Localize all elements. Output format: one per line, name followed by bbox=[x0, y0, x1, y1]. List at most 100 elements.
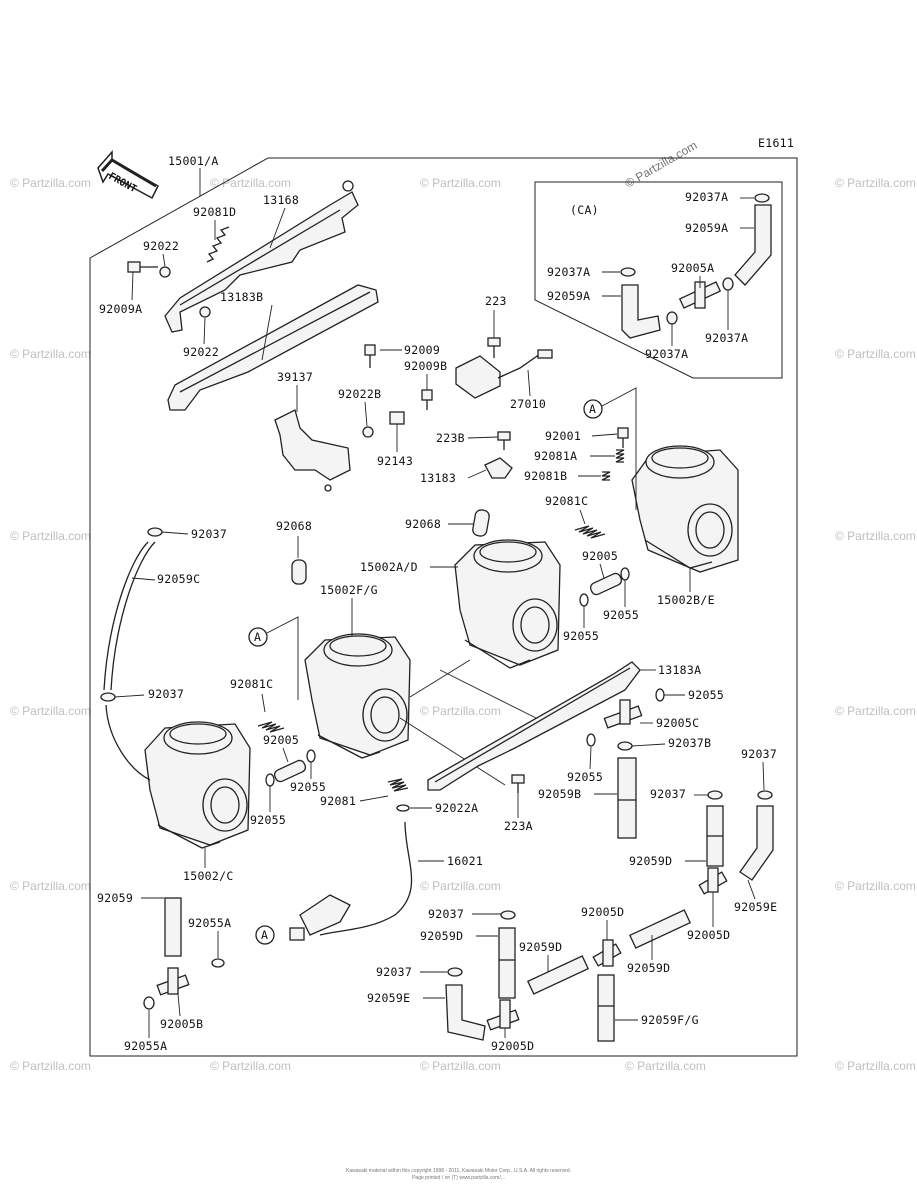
watermark: © Partzilla.com bbox=[835, 529, 916, 543]
bracket-39137 bbox=[274, 409, 351, 492]
part-label: 16021 bbox=[447, 854, 483, 868]
part-label: 92037A bbox=[547, 265, 590, 279]
part-label: 92037A bbox=[705, 331, 748, 345]
part-label: 15002/C bbox=[183, 869, 234, 883]
part-label: 92068 bbox=[276, 519, 312, 533]
part-label: 92022B bbox=[338, 387, 381, 401]
part-label: 92009 bbox=[404, 343, 440, 357]
clamp-92037 bbox=[147, 527, 163, 537]
part-label: 13183B bbox=[220, 290, 263, 304]
leader-line bbox=[131, 577, 156, 581]
hose-92059b bbox=[617, 757, 637, 839]
part-label: 92059E bbox=[367, 991, 410, 1005]
bolt-92009b bbox=[421, 389, 433, 410]
clamp-92037 bbox=[707, 790, 723, 800]
leader-line bbox=[762, 761, 765, 791]
leader-line bbox=[589, 746, 592, 770]
part-label: 223 bbox=[485, 294, 507, 308]
leader-line bbox=[527, 369, 531, 397]
part-label: 92059B bbox=[538, 787, 581, 801]
oring-92055 bbox=[579, 593, 589, 607]
part-label: 92001 bbox=[545, 429, 581, 443]
copyright-line: Kawasaki material within this copyright … bbox=[345, 1168, 571, 1174]
part-label: 92009B bbox=[404, 359, 447, 373]
diagram-frame bbox=[89, 157, 798, 1057]
callout-a-bottom: A bbox=[255, 925, 275, 945]
leader-line bbox=[364, 401, 368, 427]
hose-92059d bbox=[628, 909, 692, 949]
hose-92059c-edge bbox=[110, 541, 156, 691]
callout-a-label: A bbox=[254, 630, 261, 644]
callout-a-top: A bbox=[583, 387, 637, 510]
washer-92022b bbox=[362, 426, 374, 438]
oring-92055 bbox=[620, 567, 630, 581]
leader-line bbox=[177, 993, 181, 1017]
hose-92059e bbox=[445, 984, 486, 1041]
watermark: © Partzilla.com bbox=[10, 347, 91, 361]
part-label: 92059D bbox=[627, 961, 670, 975]
leader-line bbox=[747, 879, 756, 900]
clamp-92037 bbox=[500, 910, 516, 920]
part-label: 92081C bbox=[545, 494, 588, 508]
part-label: 92005D bbox=[687, 928, 730, 942]
leader-line bbox=[409, 659, 471, 698]
part-label: 92005B bbox=[160, 1017, 203, 1031]
leader-line bbox=[261, 304, 273, 361]
part-label: 13183 bbox=[420, 471, 456, 485]
watermark: © Partzilla.com bbox=[835, 347, 916, 361]
cable-16021 bbox=[289, 821, 413, 941]
part-label: 92068 bbox=[405, 517, 441, 531]
hose-92059d bbox=[498, 927, 516, 999]
leader-line bbox=[161, 531, 189, 535]
carburetor-15002be bbox=[631, 445, 739, 573]
leader-line bbox=[631, 743, 666, 747]
carburetor-15002ad bbox=[454, 539, 561, 669]
ca-inset-box bbox=[534, 181, 783, 379]
watermark: © Partzilla.com bbox=[625, 1059, 706, 1073]
part-label: 92081 bbox=[320, 794, 356, 808]
callout-a-label: A bbox=[589, 402, 596, 416]
part-label: 92037A bbox=[685, 190, 728, 204]
part-label: 92081C bbox=[230, 677, 273, 691]
callout-a-left: A bbox=[248, 616, 299, 700]
figure-code: E1611 bbox=[758, 136, 794, 150]
oring-92055 bbox=[655, 688, 665, 702]
leader-line bbox=[399, 717, 506, 786]
hose-92059 bbox=[164, 897, 182, 957]
part-label: 92009A bbox=[99, 302, 142, 316]
leader-line bbox=[162, 253, 166, 267]
watermark: © Partzilla.com bbox=[10, 1059, 91, 1073]
part-label: 92055A bbox=[124, 1039, 167, 1053]
part-label: 92143 bbox=[377, 454, 413, 468]
part-label: 92037 bbox=[376, 965, 412, 979]
part-label: 92059F/G bbox=[641, 1013, 699, 1027]
part-label: 92059A bbox=[547, 289, 590, 303]
front-arrow-icon: FRONT bbox=[97, 150, 159, 200]
print-line: Page printed / on (T) www.partzilla.com/… bbox=[412, 1175, 505, 1181]
spring-92081d bbox=[206, 226, 230, 263]
leader-line bbox=[467, 436, 499, 439]
part-label: 15001/A bbox=[168, 154, 219, 168]
leader-line bbox=[269, 207, 286, 249]
part-label: 27010 bbox=[510, 397, 546, 411]
washer-92022-b bbox=[199, 306, 211, 318]
part-label: 92055 bbox=[250, 813, 286, 827]
part-label: 15002F/G bbox=[320, 583, 378, 597]
part-label: 13168 bbox=[263, 193, 299, 207]
spring-92081c-left bbox=[257, 721, 285, 733]
watermark: © Partzilla.com bbox=[210, 176, 291, 190]
part-label: 92005 bbox=[582, 549, 618, 563]
watermark: © Partzilla.com bbox=[420, 879, 501, 893]
part-label: 92055 bbox=[563, 629, 599, 643]
bolt-92009 bbox=[364, 344, 376, 368]
part-label: 92037 bbox=[741, 747, 777, 761]
part-label: 92005D bbox=[581, 905, 624, 919]
part-label: 15002B/E bbox=[657, 593, 715, 607]
leader-line bbox=[467, 469, 487, 479]
part-label: 92059A bbox=[685, 221, 728, 235]
part-label: 92081B bbox=[524, 469, 567, 483]
oring-92055 bbox=[586, 733, 596, 747]
link-13183 bbox=[484, 457, 513, 479]
hose-92059fg bbox=[597, 974, 615, 1042]
hose-link bbox=[105, 704, 151, 781]
